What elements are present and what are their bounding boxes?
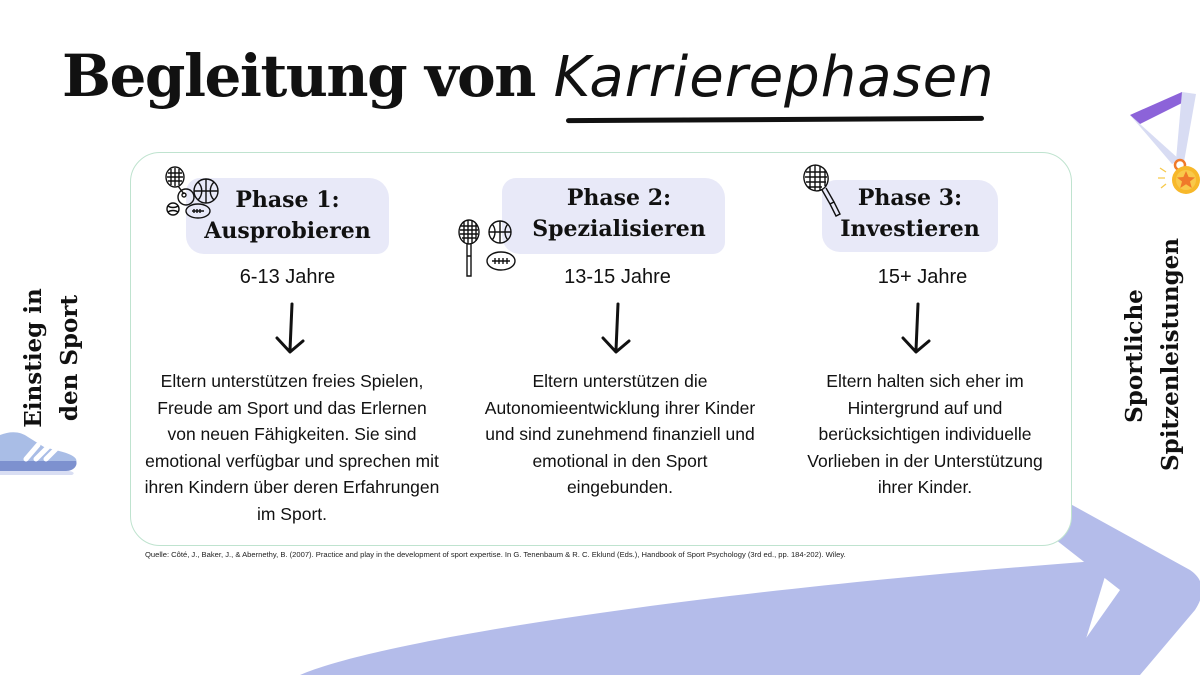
down-arrow-icon bbox=[901, 302, 931, 354]
right-label: Sportliche Spitzenleistungen bbox=[1121, 237, 1184, 471]
phase-1-age: 6-13 Jahre bbox=[239, 266, 336, 288]
running-shoe-icon bbox=[0, 432, 77, 475]
down-arrow-icon bbox=[275, 302, 305, 354]
title-main: Begleitung von bbox=[62, 42, 536, 110]
tennis-racket-icon bbox=[803, 164, 841, 217]
phase-3-title: Phase 3: Investieren bbox=[840, 185, 980, 242]
phase-1-title-highlight bbox=[186, 178, 389, 254]
source-citation: Quelle: Côté, J., Baker, J., & Abernethy… bbox=[145, 550, 846, 559]
slide-title: Begleitung von Karrierephasen bbox=[62, 42, 995, 110]
left-label: Einstieg in den Sport bbox=[20, 288, 83, 428]
racket-basketball-football-icon bbox=[458, 219, 516, 277]
title-script: Karrierephasen bbox=[553, 45, 995, 110]
phase-3-age: 15+ Jahre bbox=[877, 266, 968, 288]
phase-2-description: Eltern unterstützen die Autonomieentwick… bbox=[484, 371, 756, 497]
sports-balls-icon bbox=[165, 166, 219, 219]
phase-2-age: 13-15 Jahre bbox=[564, 266, 671, 288]
phase-1-title: Phase 1: Ausprobieren bbox=[204, 187, 371, 244]
phase-1-description: Eltern unterstützen freies Spielen, Freu… bbox=[144, 371, 440, 524]
phase-3-title-highlight bbox=[822, 180, 998, 252]
medal-icon bbox=[1130, 92, 1200, 194]
phase-2-title-highlight bbox=[502, 178, 725, 254]
phase-3-description: Eltern halten sich eher im Hintergrund a… bbox=[807, 371, 1043, 497]
phase-2-title: Phase 2: Spezialisieren bbox=[532, 185, 706, 242]
down-arrow-icon bbox=[601, 302, 631, 354]
